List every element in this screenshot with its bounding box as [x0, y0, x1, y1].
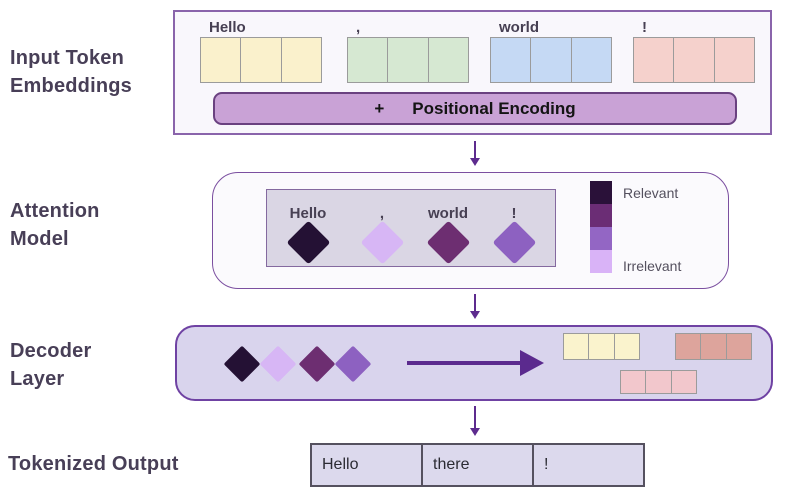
arrow-head — [470, 311, 480, 319]
arrow-head — [470, 428, 480, 436]
diamond-shape — [286, 220, 330, 265]
strip-cell — [387, 38, 427, 82]
embedding-strip-comma — [347, 37, 469, 83]
section-label-line: Input Token — [10, 47, 125, 69]
attention-token-world: world — [408, 204, 488, 265]
tokenized-output-table: Hello there ! — [310, 443, 645, 487]
strip-cell — [530, 38, 570, 82]
legend-swatch — [590, 227, 612, 250]
section-label-attention-model: Attention Model — [10, 197, 100, 253]
positional-encoding-bar: + Positional Encoding — [213, 92, 737, 125]
decoder-strip-salmon — [675, 333, 752, 360]
arrow-stem — [474, 406, 476, 428]
strip-cell — [348, 38, 387, 82]
attention-token-label: , — [379, 205, 385, 222]
legend-label-relevant: Relevant — [623, 185, 679, 201]
strip-cell — [634, 38, 673, 82]
input-token-label: , — [356, 19, 361, 36]
positional-encoding-label: Positional Encoding — [412, 98, 576, 118]
section-label-line: Model — [10, 228, 69, 250]
strip-cell — [201, 38, 240, 82]
strip-cell — [280, 38, 321, 82]
output-cell: there — [421, 445, 532, 485]
strip-cell — [564, 334, 588, 359]
section-label-line: Embeddings — [10, 75, 133, 97]
attention-token-comma: , — [342, 204, 422, 265]
strip-cell — [673, 38, 713, 82]
input-token-label: ! — [642, 19, 647, 36]
decoder-strip-pink — [620, 370, 697, 394]
strip-cell — [713, 38, 754, 82]
arrow-head — [520, 350, 544, 376]
attention-token-hello: Hello — [268, 204, 348, 265]
strip-cell — [676, 334, 700, 359]
strip-cell — [613, 334, 639, 359]
section-label-tokenized-output: Tokenized Output — [8, 450, 179, 478]
arrow-stem — [474, 141, 476, 158]
section-label-input-embeddings: Input Token Embeddings — [10, 44, 132, 100]
embedding-strip-exclaim — [633, 37, 755, 83]
output-cell: ! — [532, 445, 643, 485]
strip-cell — [621, 371, 645, 393]
strip-cell — [700, 334, 725, 359]
attention-token-label: ! — [511, 205, 517, 222]
diamond-shape — [426, 220, 470, 265]
legend-swatch — [590, 204, 612, 227]
strip-cell — [588, 334, 613, 359]
input-token-label: world — [499, 19, 539, 36]
arrow-stem — [474, 294, 476, 311]
embedding-strip-world — [490, 37, 612, 83]
strip-cell — [427, 38, 468, 82]
plus-icon: + — [374, 98, 385, 118]
right-arrow-icon — [407, 361, 522, 365]
strip-cell — [725, 334, 751, 359]
embedding-strip-hello — [200, 37, 322, 83]
section-label-line: Attention — [10, 200, 100, 222]
attention-token-label: world — [428, 205, 468, 222]
decoder-strip-yellow — [563, 333, 640, 360]
legend-label-irrelevant: Irrelevant — [623, 258, 682, 274]
output-cell: Hello — [322, 456, 359, 473]
strip-cell — [240, 38, 280, 82]
legend-swatch — [590, 181, 612, 204]
diamond-shape — [492, 220, 536, 265]
arrow-head — [470, 158, 480, 166]
strip-cell — [645, 371, 670, 393]
strip-cell — [491, 38, 530, 82]
diamond-shape — [360, 220, 404, 265]
section-label-line: Layer — [10, 368, 65, 390]
section-label-decoder-layer: Decoder Layer — [10, 337, 91, 393]
down-arrow-icon — [469, 141, 481, 166]
strip-cell — [570, 38, 611, 82]
legend-swatch — [590, 250, 612, 273]
strip-cell — [670, 371, 696, 393]
down-arrow-icon — [469, 294, 481, 319]
down-arrow-icon — [469, 406, 481, 436]
attention-token-label: Hello — [289, 205, 327, 222]
section-label-line: Decoder — [10, 340, 92, 362]
attention-token-exclaim: ! — [474, 204, 554, 265]
input-token-label: Hello — [209, 19, 246, 36]
section-label-line: Tokenized Output — [8, 453, 179, 475]
